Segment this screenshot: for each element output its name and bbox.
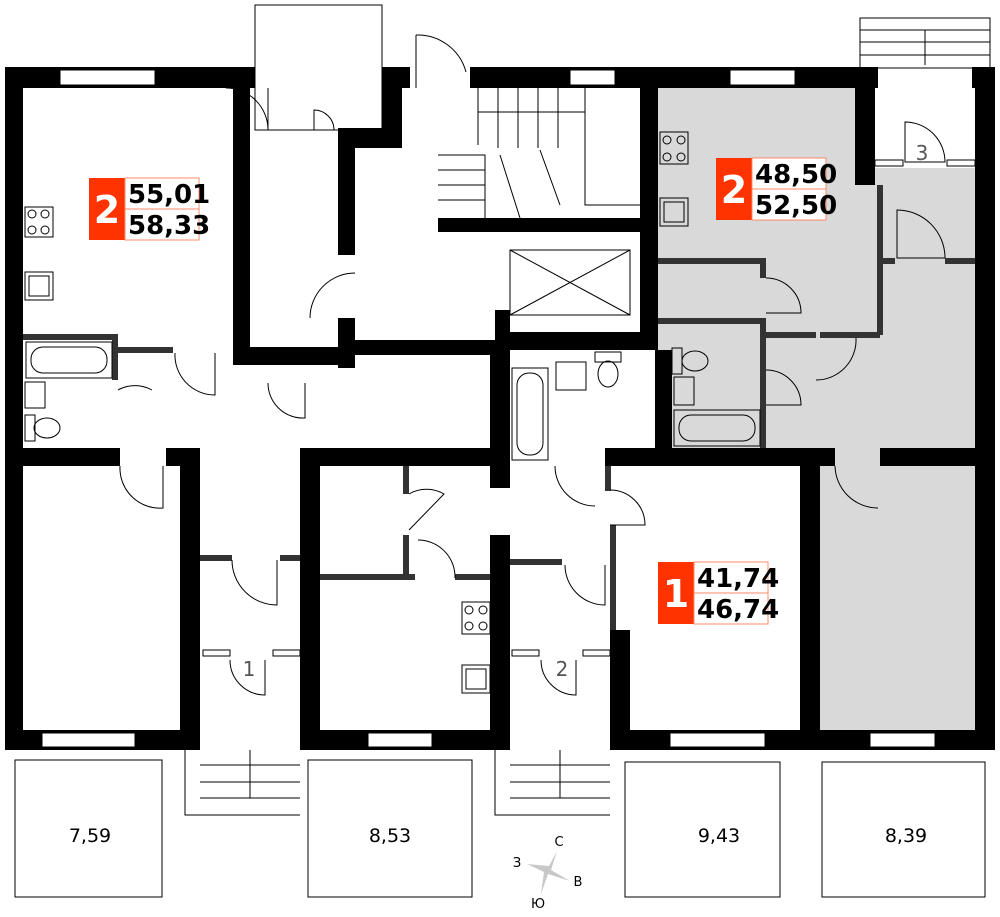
stove-icon	[659, 131, 689, 165]
rooms-count: 1	[663, 572, 689, 616]
entrance-number: 3	[916, 141, 929, 165]
sink-icon	[461, 664, 491, 694]
apartment-tag[interactable]: 2 55,01 58,33	[89, 177, 210, 241]
doors	[117, 34, 976, 696]
stove-icon	[24, 206, 54, 238]
rooms-count: 2	[721, 168, 747, 212]
compass-east: В	[574, 875, 583, 890]
sink-icon	[555, 361, 587, 391]
toilet-icon	[671, 347, 709, 375]
living-area: 48,50	[755, 160, 837, 190]
balcony: 8,39	[821, 761, 986, 898]
entrance-number: 2	[556, 657, 569, 681]
living-area: 55,01	[128, 180, 210, 210]
balcony-area: 7,59	[69, 825, 111, 847]
total-area: 58,33	[128, 211, 210, 241]
compass-west: З	[513, 856, 521, 871]
compass-star-icon	[527, 851, 570, 894]
stairwell	[184, 4, 991, 816]
toilet-icon	[24, 414, 61, 442]
selected-apartment-fill[interactable]	[658, 88, 975, 730]
bathtub-icon	[25, 341, 113, 379]
compass-south: Ю	[531, 897, 545, 912]
windows	[41, 69, 936, 748]
toilet-icon	[594, 351, 622, 388]
fixtures	[24, 131, 761, 694]
stove-icon	[461, 601, 491, 635]
inner-walls	[23, 67, 975, 750]
sink-icon	[673, 376, 695, 406]
bathtub-icon	[511, 367, 549, 461]
sink-icon	[24, 271, 54, 301]
balcony-area: 8,39	[885, 825, 927, 847]
total-area: 46,74	[697, 595, 779, 625]
rooms-count: 2	[94, 188, 120, 232]
balcony: 8,53	[307, 759, 473, 898]
apartment-tag[interactable]: 2 48,50 52,50	[716, 157, 837, 221]
sink-icon	[659, 197, 689, 227]
apartment-tag[interactable]: 1 41,74 46,74	[658, 561, 779, 625]
bathtub-icon	[673, 409, 761, 447]
balcony: 9,43	[624, 761, 781, 898]
balcony: 7,59	[14, 759, 163, 898]
entrance-number: 1	[243, 657, 256, 681]
balcony-area: 8,53	[369, 825, 411, 847]
living-area: 41,74	[697, 564, 779, 594]
sink-icon	[24, 381, 46, 409]
compass-north: С	[554, 835, 563, 850]
balcony-area: 9,43	[698, 825, 740, 847]
total-area: 52,50	[755, 191, 837, 221]
compass: С В Ю З	[513, 835, 583, 912]
